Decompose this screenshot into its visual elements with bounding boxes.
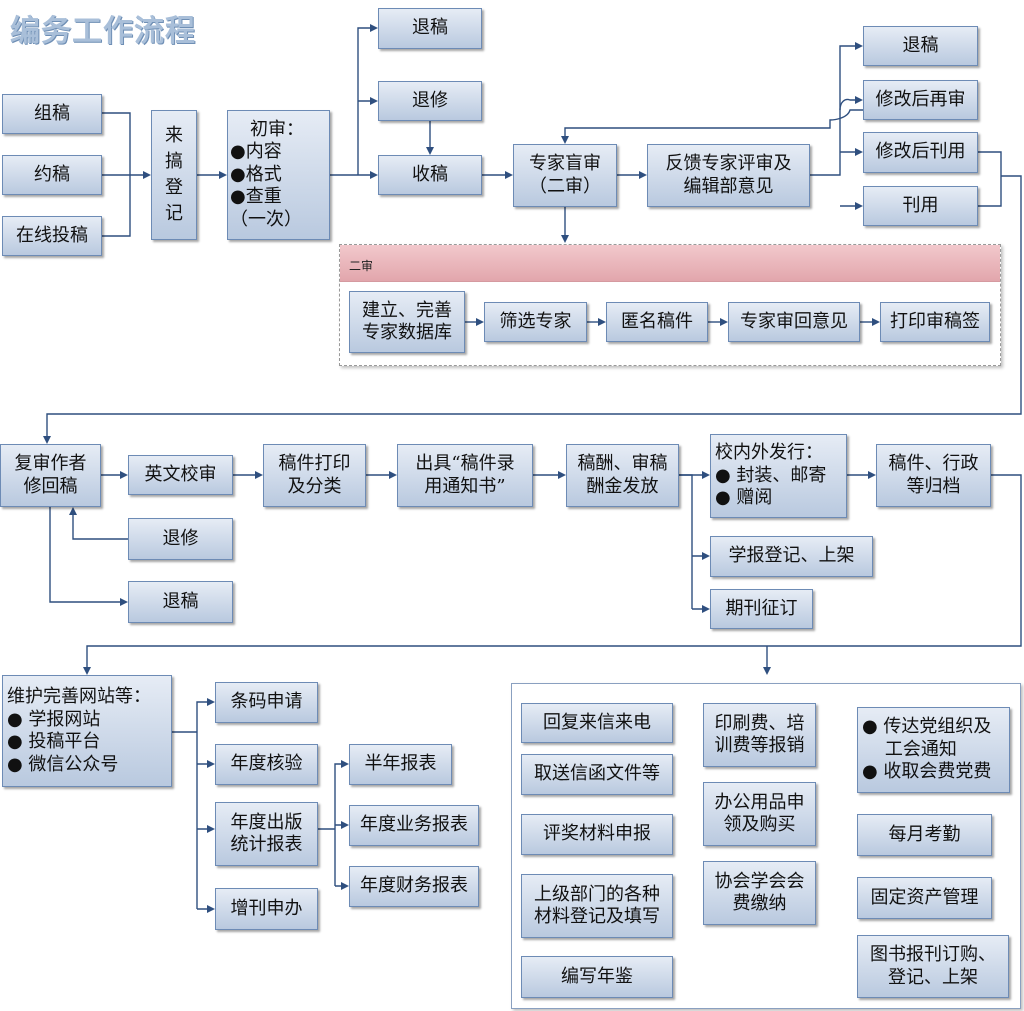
node-tuigao-1: 退稿 (378, 8, 482, 49)
node-xuebao-dengji: 学报登记、上架 (710, 536, 873, 577)
chushen-line-5: （一次） (230, 208, 302, 230)
node-faxing: 校内外发行： ● 封装、邮寄 ● 赠阅 (710, 434, 847, 518)
weihu-line-2: ● 学报网站 (7, 708, 101, 730)
node-yewu-baobiao: 年度业务报表 (349, 805, 479, 846)
node-fushen-zuozhe: 复审作者 修回稿 (0, 444, 101, 507)
node-yuegao: 约稿 (2, 155, 102, 195)
weihu-line-4: ● 微信公众号 (7, 753, 119, 775)
node-tuigao-2: 退稿 (863, 26, 978, 66)
node-zhuanjia-mangshen: 专家盲审 （二审） (513, 144, 617, 207)
node-xiugai-kanyong: 修改后刊用 (863, 132, 978, 173)
node-chuanda-tongzhi: ● 传达党组织及 工会通知 ● 收取会费党费 (857, 707, 1010, 793)
second-review-header: 二审 (340, 245, 1000, 282)
node-shaixuan-zhuanjia: 筛选专家 (484, 302, 587, 342)
node-yinshua-baoxiao: 印刷费、培 训费等报销 (703, 703, 816, 767)
node-tuixiu-1: 退修 (378, 81, 482, 121)
page-title: 编务工作流程 (10, 14, 196, 49)
node-weihu-wangzhan: 维护完善网站等： ● 学报网站 ● 投稿平台 ● 微信公众号 (2, 675, 172, 787)
node-tushu-baokan: 图书报刊订购、 登记、上架 (857, 935, 1009, 998)
node-tiaoma-shenqing: 条码申请 (215, 682, 318, 723)
node-tuigao-3: 退稿 (128, 581, 233, 623)
chushen-line-1: 初审： (250, 118, 304, 140)
node-shougao: 收稿 (378, 155, 482, 195)
node-dayin-shengaoqian: 打印审稿签 (880, 302, 990, 342)
node-gaochou-fafang: 稿酬、审稿 酬金发放 (566, 444, 679, 507)
chuanda-line-3: ● 收取会费党费 (862, 761, 992, 783)
node-caiwu-baobiao: 年度财务报表 (349, 866, 479, 907)
second-review-header-label: 二审 (349, 259, 374, 273)
chuanda-line-1: ● 传达党组织及 (862, 716, 992, 738)
node-guding-zichan: 固定资产管理 (857, 877, 992, 919)
weihu-line-3: ● 投稿平台 (7, 731, 101, 752)
node-qikan-zhengding: 期刊征订 (710, 589, 813, 629)
node-guidang: 稿件、行政 等归档 (876, 444, 991, 507)
node-niandu-chuban: 年度出版 统计报表 (215, 802, 318, 866)
node-niandu-heyan: 年度核验 (215, 744, 318, 785)
faxing-line-3: ● 赠阅 (715, 487, 773, 509)
node-yingwen-jiaoshen: 英文校审 (128, 455, 233, 495)
node-zengkan-shenban: 增刊申办 (215, 888, 318, 930)
node-fankui: 反馈专家评审及 编辑部意见 (647, 144, 810, 207)
node-huifu-laixin: 回复来信来电 (521, 703, 673, 743)
node-laigao-dengji: 来搞登记 (151, 110, 197, 240)
node-pingjiang-cailiao: 评奖材料申报 (521, 814, 673, 855)
faxing-line-1: 校内外发行： (715, 442, 823, 464)
node-zhuanjia-yijian: 专家审回意见 (728, 302, 860, 342)
node-zugao: 组稿 (2, 94, 102, 134)
node-tuixiu-2: 退修 (128, 518, 233, 560)
node-shangji-cailiao: 上级部门的各种 材料登记及填写 (521, 874, 673, 938)
node-niming-gaojian: 匿名稿件 (606, 302, 708, 342)
faxing-line-2: ● 封装、邮寄 (715, 464, 827, 486)
node-zaixian-tougao: 在线投稿 (2, 216, 102, 256)
node-qusong-xinhan: 取送信函文件等 (521, 754, 673, 795)
node-luyong-tongzhishu: 出具“稿件录 用通知书” (397, 444, 533, 507)
node-kanyong: 刊用 (863, 186, 978, 226)
node-gaojian-dayin: 稿件打印 及分类 (263, 444, 366, 507)
chushen-line-3: ●格式 (230, 163, 282, 185)
node-bianxie-nianjian: 编写年鉴 (521, 956, 673, 998)
chushen-line-4: ●查重 (230, 186, 282, 208)
chushen-line-2: ●内容 (230, 141, 282, 163)
node-bannian-baobiao: 半年报表 (349, 744, 452, 785)
node-xiehui-huifei: 协会学会会 费缴纳 (703, 861, 816, 925)
weihu-line-1: 维护完善网站等： (7, 686, 151, 707)
node-chushen: 初审： ●内容 ●格式 ●查重 （一次） (227, 110, 330, 240)
chuanda-line-2: 工会通知 (862, 738, 957, 760)
node-meiyue-kaoqin: 每月考勤 (857, 814, 992, 856)
node-xiugai-zaishen: 修改后再审 (863, 80, 978, 120)
node-bangong-yongpin: 办公用品申 领及购买 (703, 782, 816, 846)
node-laigao-dengji-label: 来搞登记 (165, 125, 183, 224)
node-zhuanjia-shujuku: 建立、完善 专家数据库 (349, 291, 465, 353)
